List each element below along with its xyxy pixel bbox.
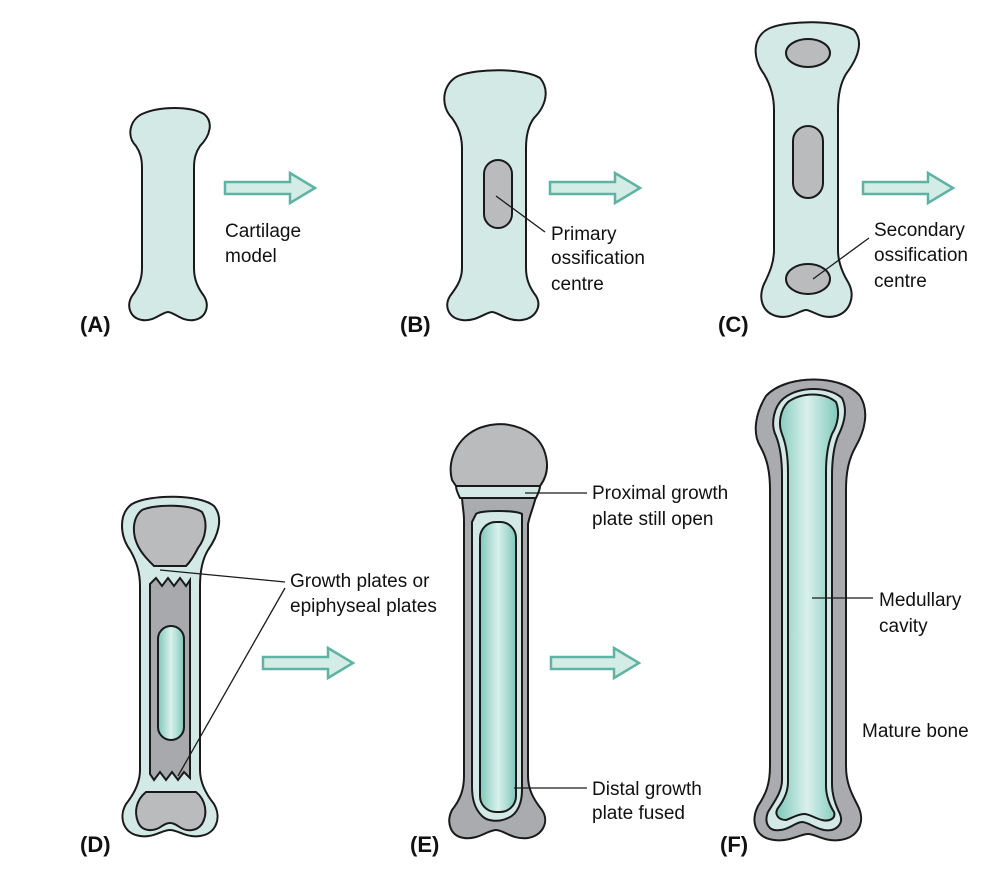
arrow-c-to-d [861,170,956,206]
medullary-cavity-shape [775,393,840,822]
growth-plate-leader-bottom [177,587,286,777]
marrow-cavity-e [479,521,517,813]
bone-b-primary-ossification [443,69,547,322]
arrow-d-to-e [261,645,356,681]
cartilage-model-label: Cartilage model [225,221,306,267]
primary-ossification-centre [483,159,513,229]
primary-leader-line [495,195,546,233]
proximal-epiphysis [449,423,548,487]
mature-bone-label: Mature bone [862,721,969,742]
epiphysis-ossification-top [785,38,831,68]
panel-tag-e: (E) [410,832,439,857]
panel-tag-c: (C) [718,312,749,337]
secondary-leader-line [812,237,870,280]
secondary-ossification-label: Secondary ossification centre [874,220,973,292]
marrow-cavity-d [157,625,185,741]
bone-e-proximal-plate-open [448,423,548,840]
growth-plates-label: Growth plates or epiphyseal plates [290,571,437,617]
bone-a-cartilage-model [128,107,211,322]
bone-d-growth-plates [121,495,221,838]
proximal-growth-plate-label: Proximal growth plate still open [592,483,734,530]
distal-growth-plate-label: Distal growth plate fused [592,779,707,824]
bone-f-mature [753,378,867,842]
diaphysis-ossification [792,125,824,199]
proximal-growth-plate [454,485,542,499]
epiphysis-ossification-bottom [785,263,831,295]
growth-plate-leader-top [159,569,286,583]
bone-c-secondary-ossification [754,21,861,318]
panel-tag-d: (D) [80,832,111,857]
primary-ossification-label: Primary ossification centre [551,224,650,295]
arrow-b-to-c [548,170,643,206]
epiphysis-bottom [135,791,207,832]
panel-tag-b: (B) [400,312,431,337]
panel-tag-a: (A) [80,312,111,337]
panel-tag-f: (F) [720,832,748,857]
medullary-cavity-label: Medullary cavity [879,590,967,637]
arrow-a-to-b [223,170,318,206]
epiphysis-top [132,504,207,567]
arrow-e-to-f [549,645,642,681]
